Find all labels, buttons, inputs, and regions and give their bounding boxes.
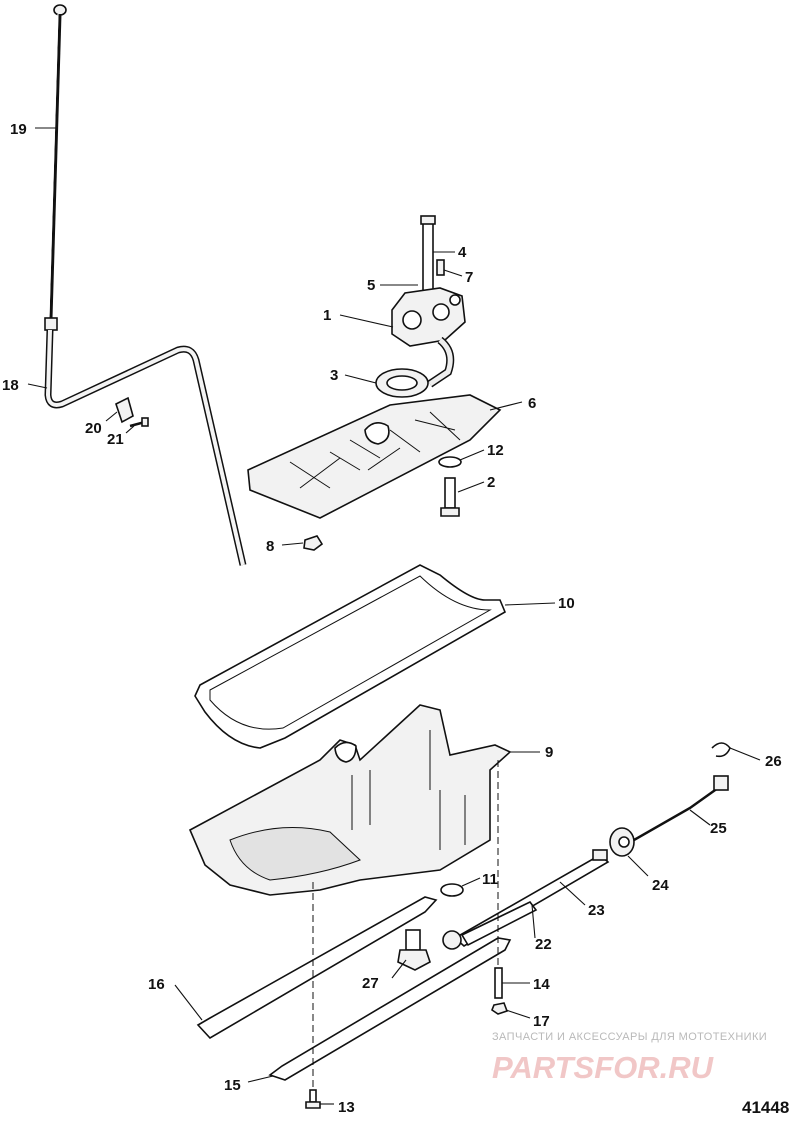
callout-12: 12 [487,442,504,459]
dipstick [44,4,67,331]
callout-23: 23 [588,902,605,919]
oil-pan [188,704,512,896]
callout-2: 2 [487,474,495,491]
callout-10: 10 [558,595,575,612]
callout-11: 11 [482,871,498,888]
callout-17: 17 [533,1013,550,1030]
callout-20: 20 [85,420,102,437]
oil-pan-gasket [194,564,507,749]
stud [494,967,503,999]
callout-8: 8 [266,538,274,555]
nut [303,535,324,551]
dipstick-tube [44,329,247,566]
callout-19: 19 [10,121,27,138]
watermark-tagline: ЗАПЧАСТИ И АКСЕССУАРЫ ДЛЯ МОТОТЕХНИКИ [492,1031,767,1043]
callout-25: 25 [710,820,727,837]
callout-18: 18 [2,377,19,394]
callout-22: 22 [535,936,552,953]
callout-3: 3 [330,367,338,384]
pickup-screen [375,368,429,398]
callout-14: 14 [533,976,550,993]
callout-4: 4 [458,244,467,261]
oil-pump [391,287,466,388]
tube-clip [115,396,134,424]
callout-labels: 19 18 4 5 7 1 3 6 12 2 20 21 8 10 9 26 2… [2,121,782,1116]
pump-drive-shaft [420,215,436,301]
callout-7: 7 [465,269,473,286]
callout-15: 15 [224,1077,241,1094]
callout-24: 24 [652,877,669,894]
oil-sender [609,827,635,857]
side-gasket-right [268,937,512,1081]
callout-9: 9 [545,744,553,761]
side-gasket-left [196,896,438,1040]
callout-5: 5 [367,277,375,294]
figure-number: 41448 [742,1098,789,1117]
washer [438,456,462,468]
watermark-brand: PARTSFOR.RU [492,1050,715,1085]
leader-lines [27,127,761,1105]
drain-fitting [442,900,538,950]
sender-harness [633,775,729,842]
windage-tray [247,394,502,519]
callout-6: 6 [528,395,536,412]
nut-small [491,1002,509,1015]
callout-16: 16 [148,976,165,993]
clip-screw [129,417,149,428]
callout-13: 13 [338,1099,355,1116]
drain-plug-washer [440,883,464,897]
pan-bolt [305,1089,321,1109]
drain-plug [397,929,431,971]
callout-1: 1 [323,307,331,324]
callout-26: 26 [765,753,782,770]
pin [436,259,445,276]
stud-bolt [440,477,460,517]
retaining-clip [711,742,731,758]
callout-27: 27 [362,975,379,992]
callout-21: 21 [107,431,124,448]
watermark: ЗАПЧАСТИ И АКСЕССУАРЫ ДЛЯ МОТОТЕХНИКИ PA… [492,1031,767,1085]
